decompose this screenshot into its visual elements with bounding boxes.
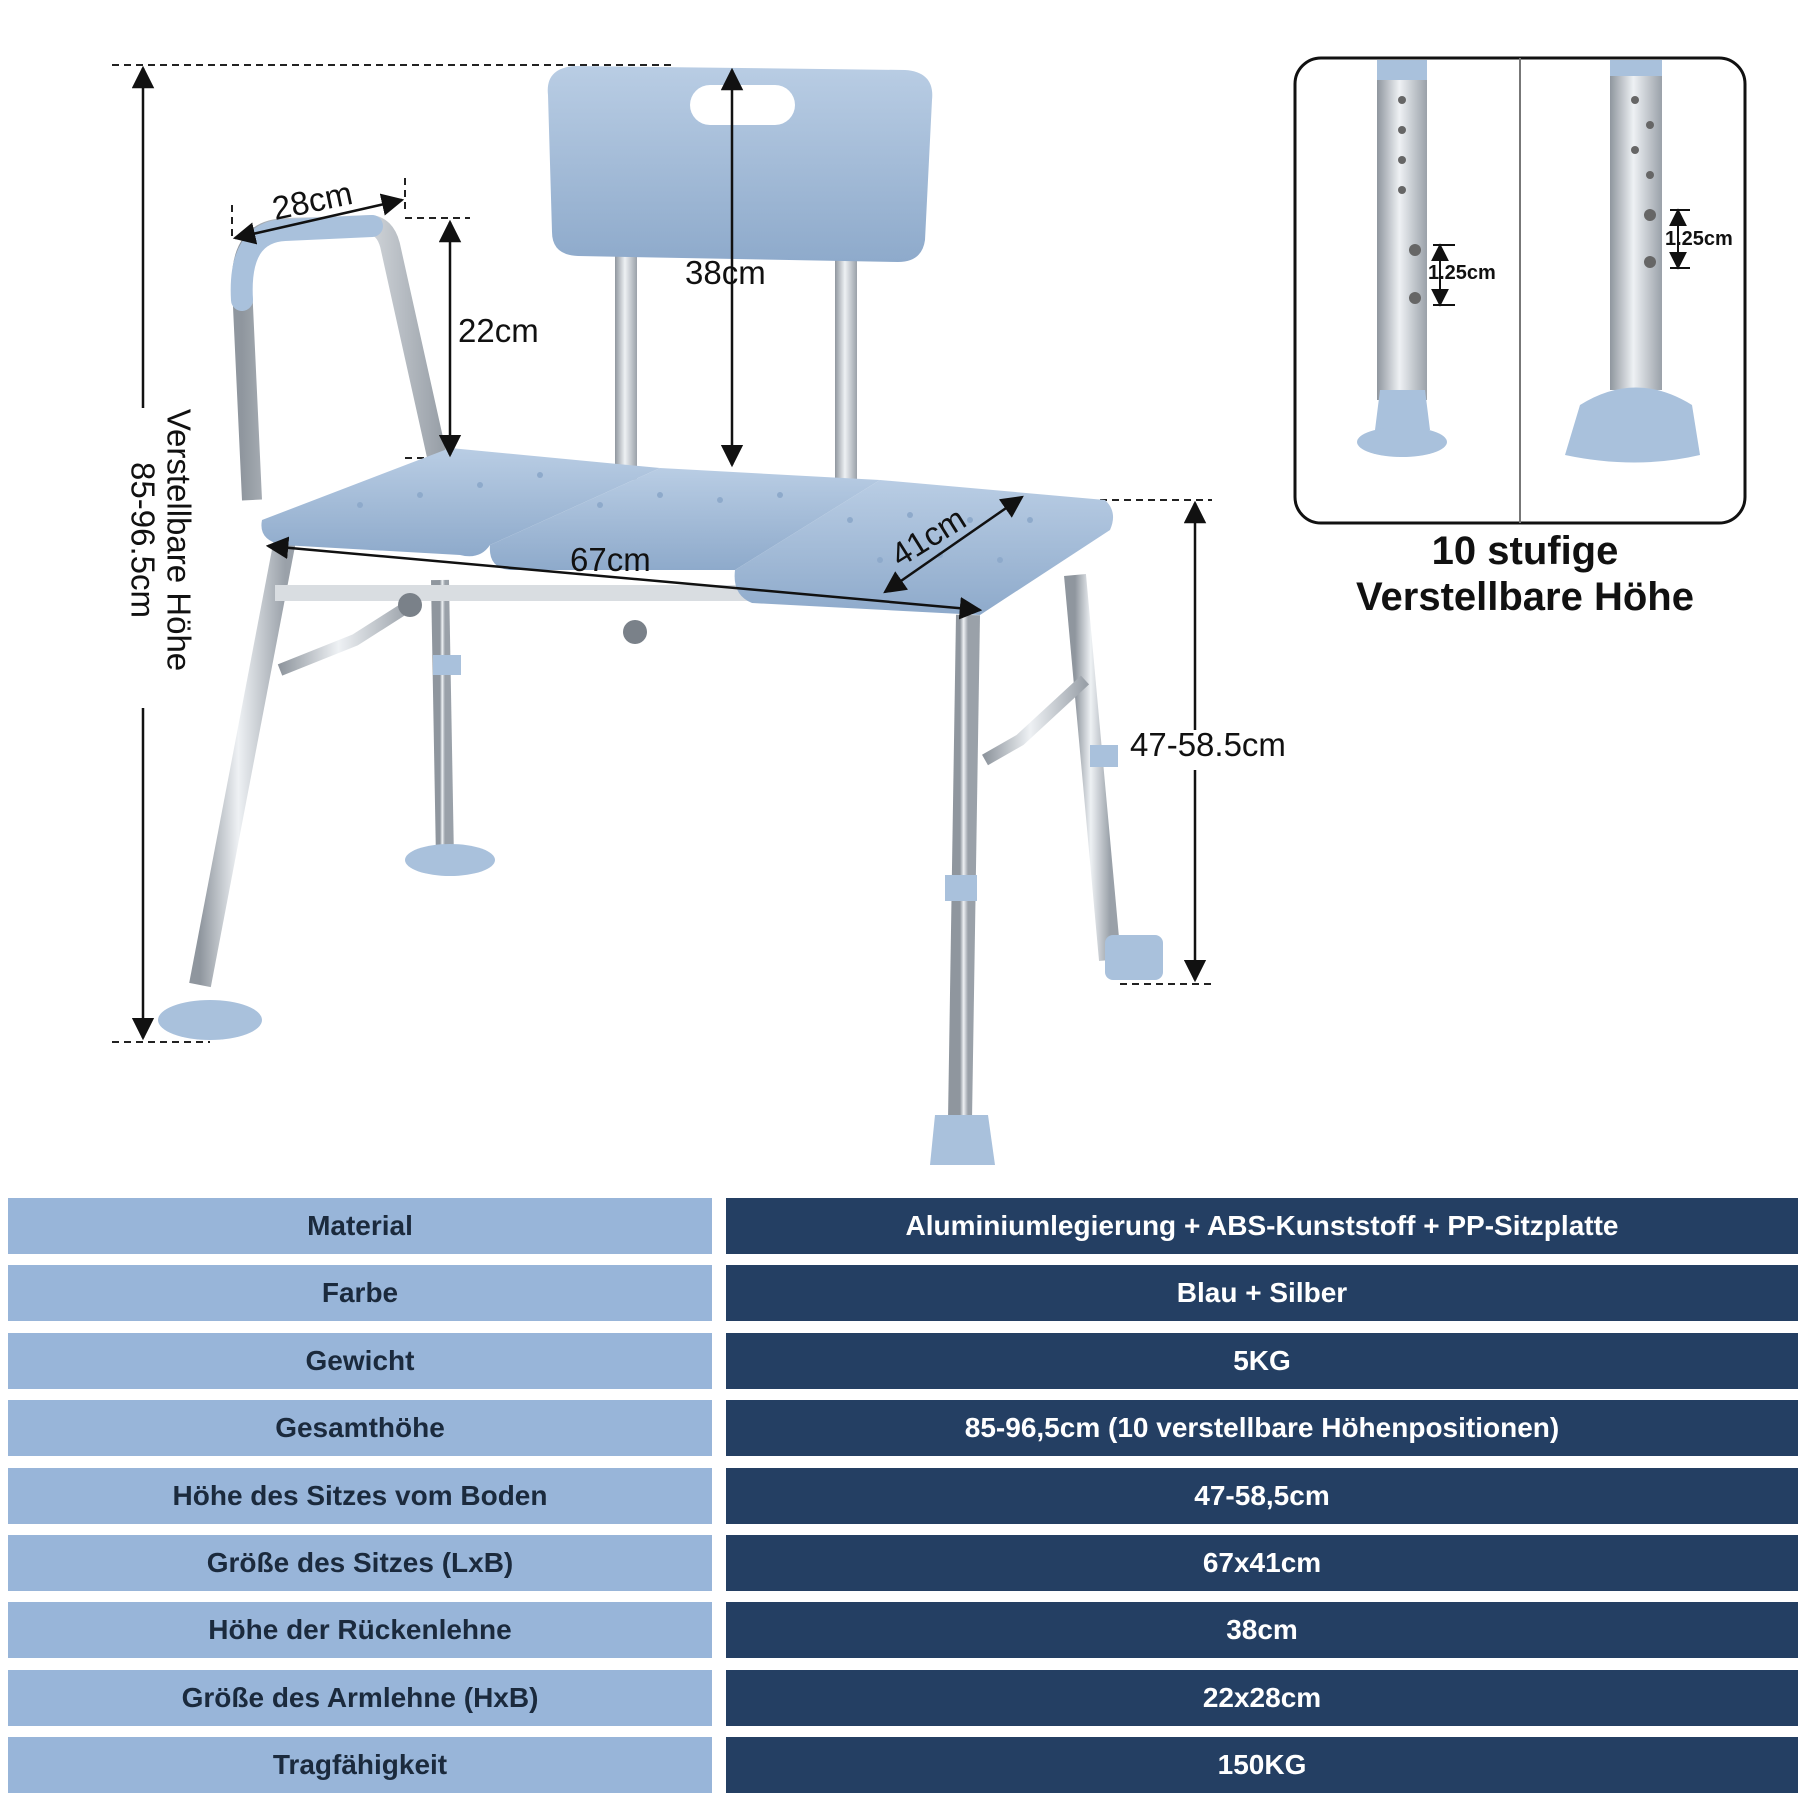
hole-spacing-left-label: 1.25cm xyxy=(1428,262,1496,284)
spec-label: Tragfähigkeit xyxy=(8,1737,712,1794)
hole-spacing-right-label: 1.25cm xyxy=(1665,228,1733,250)
inset-caption: 10 stufige Verstellbare Höhe xyxy=(1290,528,1760,620)
spec-row: Gewicht 5KG xyxy=(8,1332,1798,1389)
spec-value: 150KG xyxy=(726,1737,1798,1794)
product-illustration: Verstellbare Höhe 85-96.5cm 28cm 22cm 38… xyxy=(112,56,1760,1165)
spec-value: Blau + Silber xyxy=(726,1265,1798,1322)
spec-value: 85-96,5cm (10 verstellbare Höhenposition… xyxy=(726,1400,1798,1457)
spec-value: 67x41cm xyxy=(726,1534,1798,1591)
bench-frame xyxy=(158,214,1163,1165)
total-height-label: Verstellbare Höhe 85-96.5cm xyxy=(124,409,197,671)
spec-table: Material Aluminiumlegierung + ABS-Kunsts… xyxy=(8,1198,1798,1805)
spec-value: 47-58,5cm xyxy=(726,1467,1798,1524)
inset-caption-line1: 10 stufige xyxy=(1431,529,1619,573)
spec-row: Tragfähigkeit 150KG xyxy=(8,1737,1798,1794)
spec-value: 5KG xyxy=(726,1332,1798,1389)
seat-length-label: 67cm xyxy=(570,541,651,578)
spec-row: Material Aluminiumlegierung + ABS-Kunsts… xyxy=(8,1198,1798,1254)
spec-label: Material xyxy=(8,1198,712,1254)
spec-value: 22x28cm xyxy=(726,1669,1798,1726)
inset-leg-detail xyxy=(1293,56,1747,525)
dimension-arrows xyxy=(131,65,1207,1041)
seat-height-label: 47-58.5cm xyxy=(1130,726,1286,763)
inset-caption-line2: Verstellbare Höhe xyxy=(1356,575,1694,619)
spec-row: Farbe Blau + Silber xyxy=(8,1265,1798,1322)
reference-lines xyxy=(112,64,1212,1043)
spec-label: Gesamthöhe xyxy=(8,1400,712,1457)
spec-row: Größe des Armlehne (HxB) 22x28cm xyxy=(8,1669,1798,1726)
spec-label: Höhe des Sitzes vom Boden xyxy=(8,1467,712,1524)
spec-label: Höhe der Rückenlehne xyxy=(8,1602,712,1659)
spec-row: Höhe der Rückenlehne 38cm xyxy=(8,1602,1798,1659)
total-height-label-line2: 85-96.5cm xyxy=(124,462,161,618)
backrest xyxy=(547,66,933,262)
spec-value: Aluminiumlegierung + ABS-Kunststoff + PP… xyxy=(726,1198,1798,1254)
total-height-label-line1: Verstellbare Höhe xyxy=(160,408,198,672)
armrest-height-label: 22cm xyxy=(458,312,539,349)
spec-label: Größe des Armlehne (HxB) xyxy=(8,1669,712,1726)
backrest-height-label: 38cm xyxy=(685,254,766,291)
spec-label: Gewicht xyxy=(8,1332,712,1389)
spec-value: 38cm xyxy=(726,1602,1798,1659)
bench-drawing xyxy=(112,56,1747,1165)
spec-row: Höhe des Sitzes vom Boden 47-58,5cm xyxy=(8,1467,1798,1524)
spec-row: Größe des Sitzes (LxB) 67x41cm xyxy=(8,1534,1798,1591)
spec-label: Größe des Sitzes (LxB) xyxy=(8,1534,712,1591)
spec-label: Farbe xyxy=(8,1265,712,1322)
spec-row: Gesamthöhe 85-96,5cm (10 verstellbare Hö… xyxy=(8,1400,1798,1457)
